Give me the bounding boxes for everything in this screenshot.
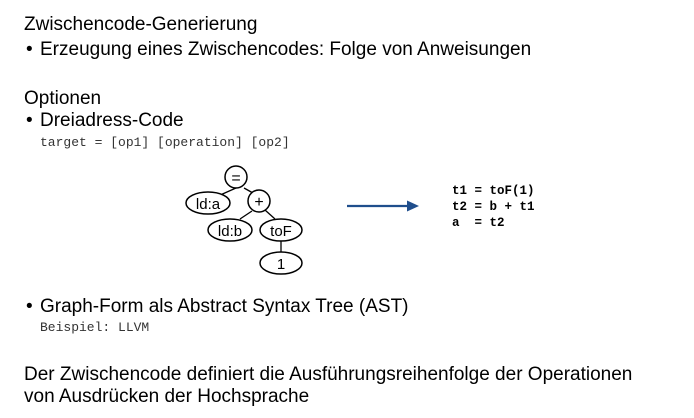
tree-node-ldb	[207, 218, 253, 242]
bullet-dot-icon: •	[26, 296, 33, 317]
tree-edge	[239, 210, 253, 220]
conclusion-line-1: Der Zwischencode definiert die Ausführun…	[24, 364, 633, 385]
tree-node-root	[224, 165, 248, 189]
tree-node-plus	[247, 189, 271, 213]
code-line: t1 = toF(1)	[452, 184, 535, 198]
code-line: a = t2	[452, 216, 505, 230]
tree-node-plus-label: +	[254, 194, 263, 211]
tree-node-one-label: 1	[277, 256, 285, 273]
bullet-dot-icon: •	[26, 39, 33, 60]
arrow-head-icon	[407, 200, 419, 212]
bullet-dot-icon: •	[26, 110, 33, 131]
slide-title: Zwischencode-Generierung	[24, 14, 258, 35]
tree-node-tof-label: toF	[270, 223, 292, 240]
ast-example: Beispiel: LLVM	[40, 320, 150, 335]
options-heading: Optionen	[24, 88, 102, 109]
tree-node-one	[259, 251, 303, 275]
conclusion-line-2: von Ausdrücken der Hochsprache	[24, 386, 310, 407]
tree-node-lda-label: ld:a	[196, 196, 221, 213]
tree-node-root-label: =	[231, 170, 240, 187]
code-line: t2 = b + t1	[452, 200, 535, 214]
bullet-zwischencode: • Erzeugung eines Zwischencodes: Folge vo…	[26, 39, 531, 61]
bullet-graph-form: • Graph-Form als Abstract Syntax Tree (AS…	[26, 296, 409, 318]
dreiadress-code-format: target = [op1] [operation] [op2]	[40, 135, 290, 150]
bullet-text: Graph-Form als Abstract Syntax Tree (AST…	[40, 296, 409, 317]
bullet-dreiadress: • Dreiadress-Code	[26, 110, 184, 132]
bullet-text: Dreiadress-Code	[40, 110, 184, 131]
tree-edge	[264, 209, 276, 220]
tree-node-ldb-label: ld:b	[218, 223, 242, 240]
tree-node-lda	[185, 191, 231, 215]
three-address-code-block: t1 = toF(1) t2 = b + t1 a = t2	[452, 183, 535, 231]
bullet-text: Erzeugung eines Zwischencodes: Folge von…	[40, 39, 532, 60]
tree-node-tof	[259, 218, 303, 242]
